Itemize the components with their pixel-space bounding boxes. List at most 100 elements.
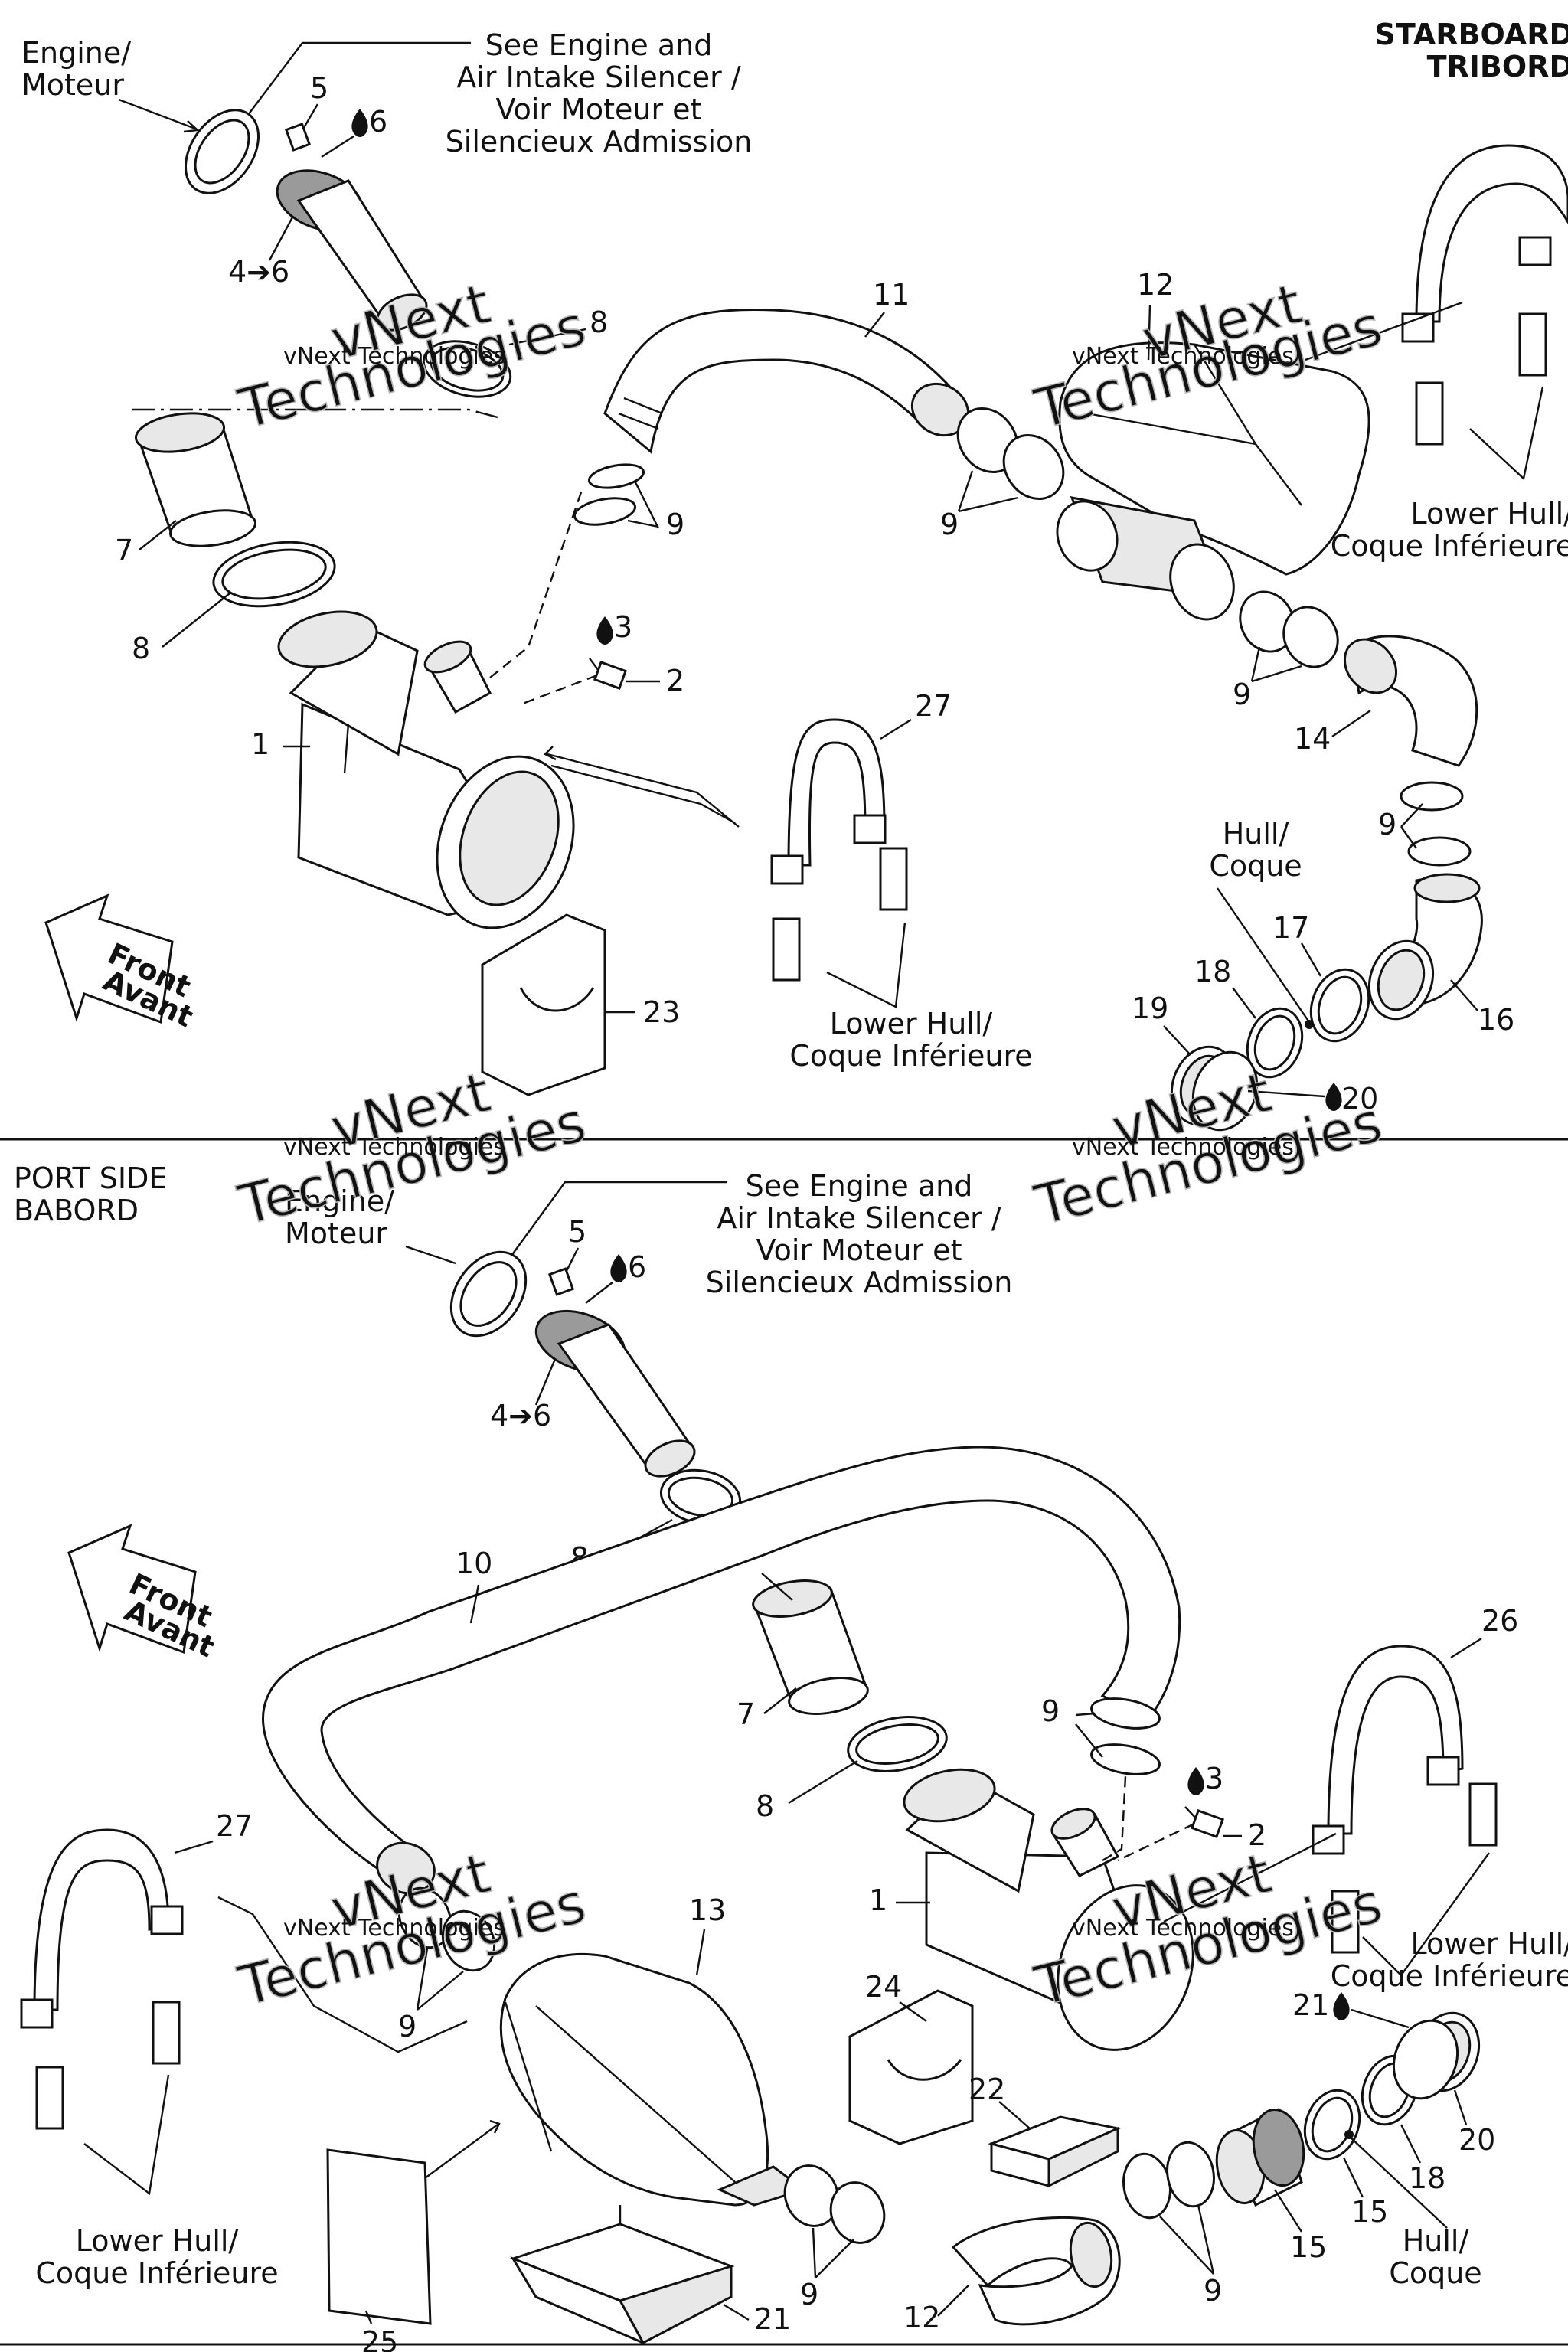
callout-1: 1 [251,727,270,761]
callout-18: 18 [1194,955,1231,988]
callout-4-6-bottom: 4➔6 [490,1399,551,1432]
see-engine-note-4: Silencieux Admission [446,125,753,158]
see-engine-note-bottom-3: Voir Moteur et [756,1233,962,1267]
lower-hull-label-top: Lower Hull/ [830,1007,993,1040]
strap-starboard [1401,144,1568,446]
see-engine-note-bottom-4: Silencieux Admission [706,1266,1013,1299]
starboard-title-fr: TRIBORD [1427,50,1568,83]
callout-8-upper: 8 [590,305,608,339]
nut-19-bottom [1392,2011,1481,2100]
callout-12-top: 12 [1137,268,1174,302]
svg-text:vNext Technologies: vNext Technologies [283,1915,505,1942]
callout-27-top: 27 [915,689,952,723]
hull-label-bottom: Hull/ [1403,2224,1469,2258]
lower-hull-label-bottom-right-fr: Coque Inférieure [1331,1959,1568,1993]
hull-label-bottom-fr: Coque [1389,2256,1481,2290]
callout-3-bottom: 3 [1205,1762,1223,1795]
block-22 [988,2115,1122,2188]
port-view: PORT SIDE BABORD Engine/ Moteur See Engi… [14,1161,1568,2352]
svg-text:vNext Technologies: vNext Technologies [1072,343,1294,370]
exhaust-manifold-pipe-bottom [534,1309,696,1478]
nut-19 [1170,1045,1259,1132]
callout-25: 25 [361,2325,398,2352]
muffler-1 [277,610,575,929]
see-engine-note-3: Voir Moteur et [496,93,702,126]
callout-19: 19 [1132,991,1168,1025]
callout-27-bottom: 27 [216,1809,253,1843]
outlet-16 [1367,873,1483,1021]
lower-hull-label-top-fr: Coque Inférieure [789,1039,1032,1073]
lower-hull-label-bottom-left: Lower Hull/ [76,2224,239,2258]
callout-3: 3 [614,610,632,644]
callout-8-lower: 8 [132,632,150,665]
see-engine-note-bottom-2: Air Intake Silencer / [717,1201,1001,1235]
see-engine-note-bottom: See Engine and [746,1169,973,1203]
lower-hull-label-right: Lower Hull/ [1411,497,1568,531]
callout-15: 15 [1290,2230,1327,2264]
callout-22: 22 [969,2073,1005,2106]
starboard-title: STARBOARD [1375,18,1568,51]
callout-26: 26 [1481,1604,1518,1638]
callout-7: 7 [115,534,133,567]
callout-20-bottom: 21 [1292,1988,1329,2022]
callout-9-bottom-d: 9 [1204,2274,1222,2308]
engine-clamp [184,109,260,194]
clamp-9-a [587,463,645,489]
callout-6: 6 [369,105,387,139]
lower-hull-label-bottom-right: Lower Hull/ [1411,1927,1568,1961]
callout-9-c: 9 [1233,678,1251,711]
front-arrow-icon: Front Avant [44,893,198,1034]
starboard-view: STARBOARD TRIBORD Engine/ Moteur See Eng… [21,18,1568,1132]
callout-10: 10 [456,1547,492,1580]
strap-27 [770,718,887,885]
callout-11: 11 [873,278,910,312]
svg-text:vNext Technologies: vNext Technologies [1072,1915,1294,1942]
port-title: PORT SIDE [14,1161,167,1195]
muffler-1-bottom [903,1768,1194,2051]
callout-9-bottom-b: 9 [398,2010,416,2043]
callout-2: 2 [666,664,684,697]
water-silencer-12-bottom [499,1952,807,2207]
strap-26 [1312,1645,1498,1954]
hull-label: Hull/ [1223,817,1289,851]
tuned-pipe-10 [262,1446,1181,1895]
callout-4-6: 4➔6 [228,255,289,289]
callout-9-bottom-c: 9 [800,2278,818,2311]
hull-label-fr: Coque [1209,849,1302,883]
sealant-drop-icon-bottom [610,1254,627,1282]
callout-9-a: 9 [666,508,684,541]
callout-17-bottom: 15 [1351,2195,1388,2229]
coupler-7-bottom [752,1579,869,1715]
callout-13: 12 [903,2301,940,2334]
water-silencer-12 [1056,341,1370,621]
pad-21 [509,2223,735,2346]
port-title-fr: BABORD [14,1194,139,1227]
engine-label-fr: Moteur [21,68,124,102]
engine-clamp-bottom [449,1250,528,1338]
callout-6-bottom: 6 [628,1250,646,1284]
pad-23 [481,913,606,1096]
callout-16: 16 [1478,1003,1514,1037]
sealant-drop-icon [351,109,368,137]
lower-hull-label-right-fr: Coque Inférieure [1331,529,1568,563]
see-engine-note-2: Air Intake Silencer / [456,60,741,94]
callout-5: 5 [310,71,328,105]
exhaust-manifold-pipe [276,169,428,332]
callout-7-bottom: 7 [737,1697,755,1731]
callout-9-bottom-a: 9 [1041,1694,1060,1728]
callout-9-b: 9 [940,508,959,541]
engine-label: Engine/ [21,36,131,70]
strap-27-bottom [20,1828,184,2130]
callout-19-bottom: 20 [1459,2123,1495,2157]
callout-21: 21 [754,2302,791,2336]
callout-18-bottom: 18 [1409,2161,1446,2195]
pad-25 [326,2148,432,2325]
bracket-lower-hull [772,847,908,982]
engine-label-bottom: Engine/ [285,1184,394,1218]
callout-5-bottom: 5 [568,1215,586,1249]
callout-8-bottom-lower: 8 [756,1789,774,1823]
callout-14: 14 [1294,722,1331,756]
clamp-9-b [573,497,636,526]
front-arrow-icon-bottom: Front Avant [67,1524,220,1664]
tuned-pipe-11 [603,308,970,454]
